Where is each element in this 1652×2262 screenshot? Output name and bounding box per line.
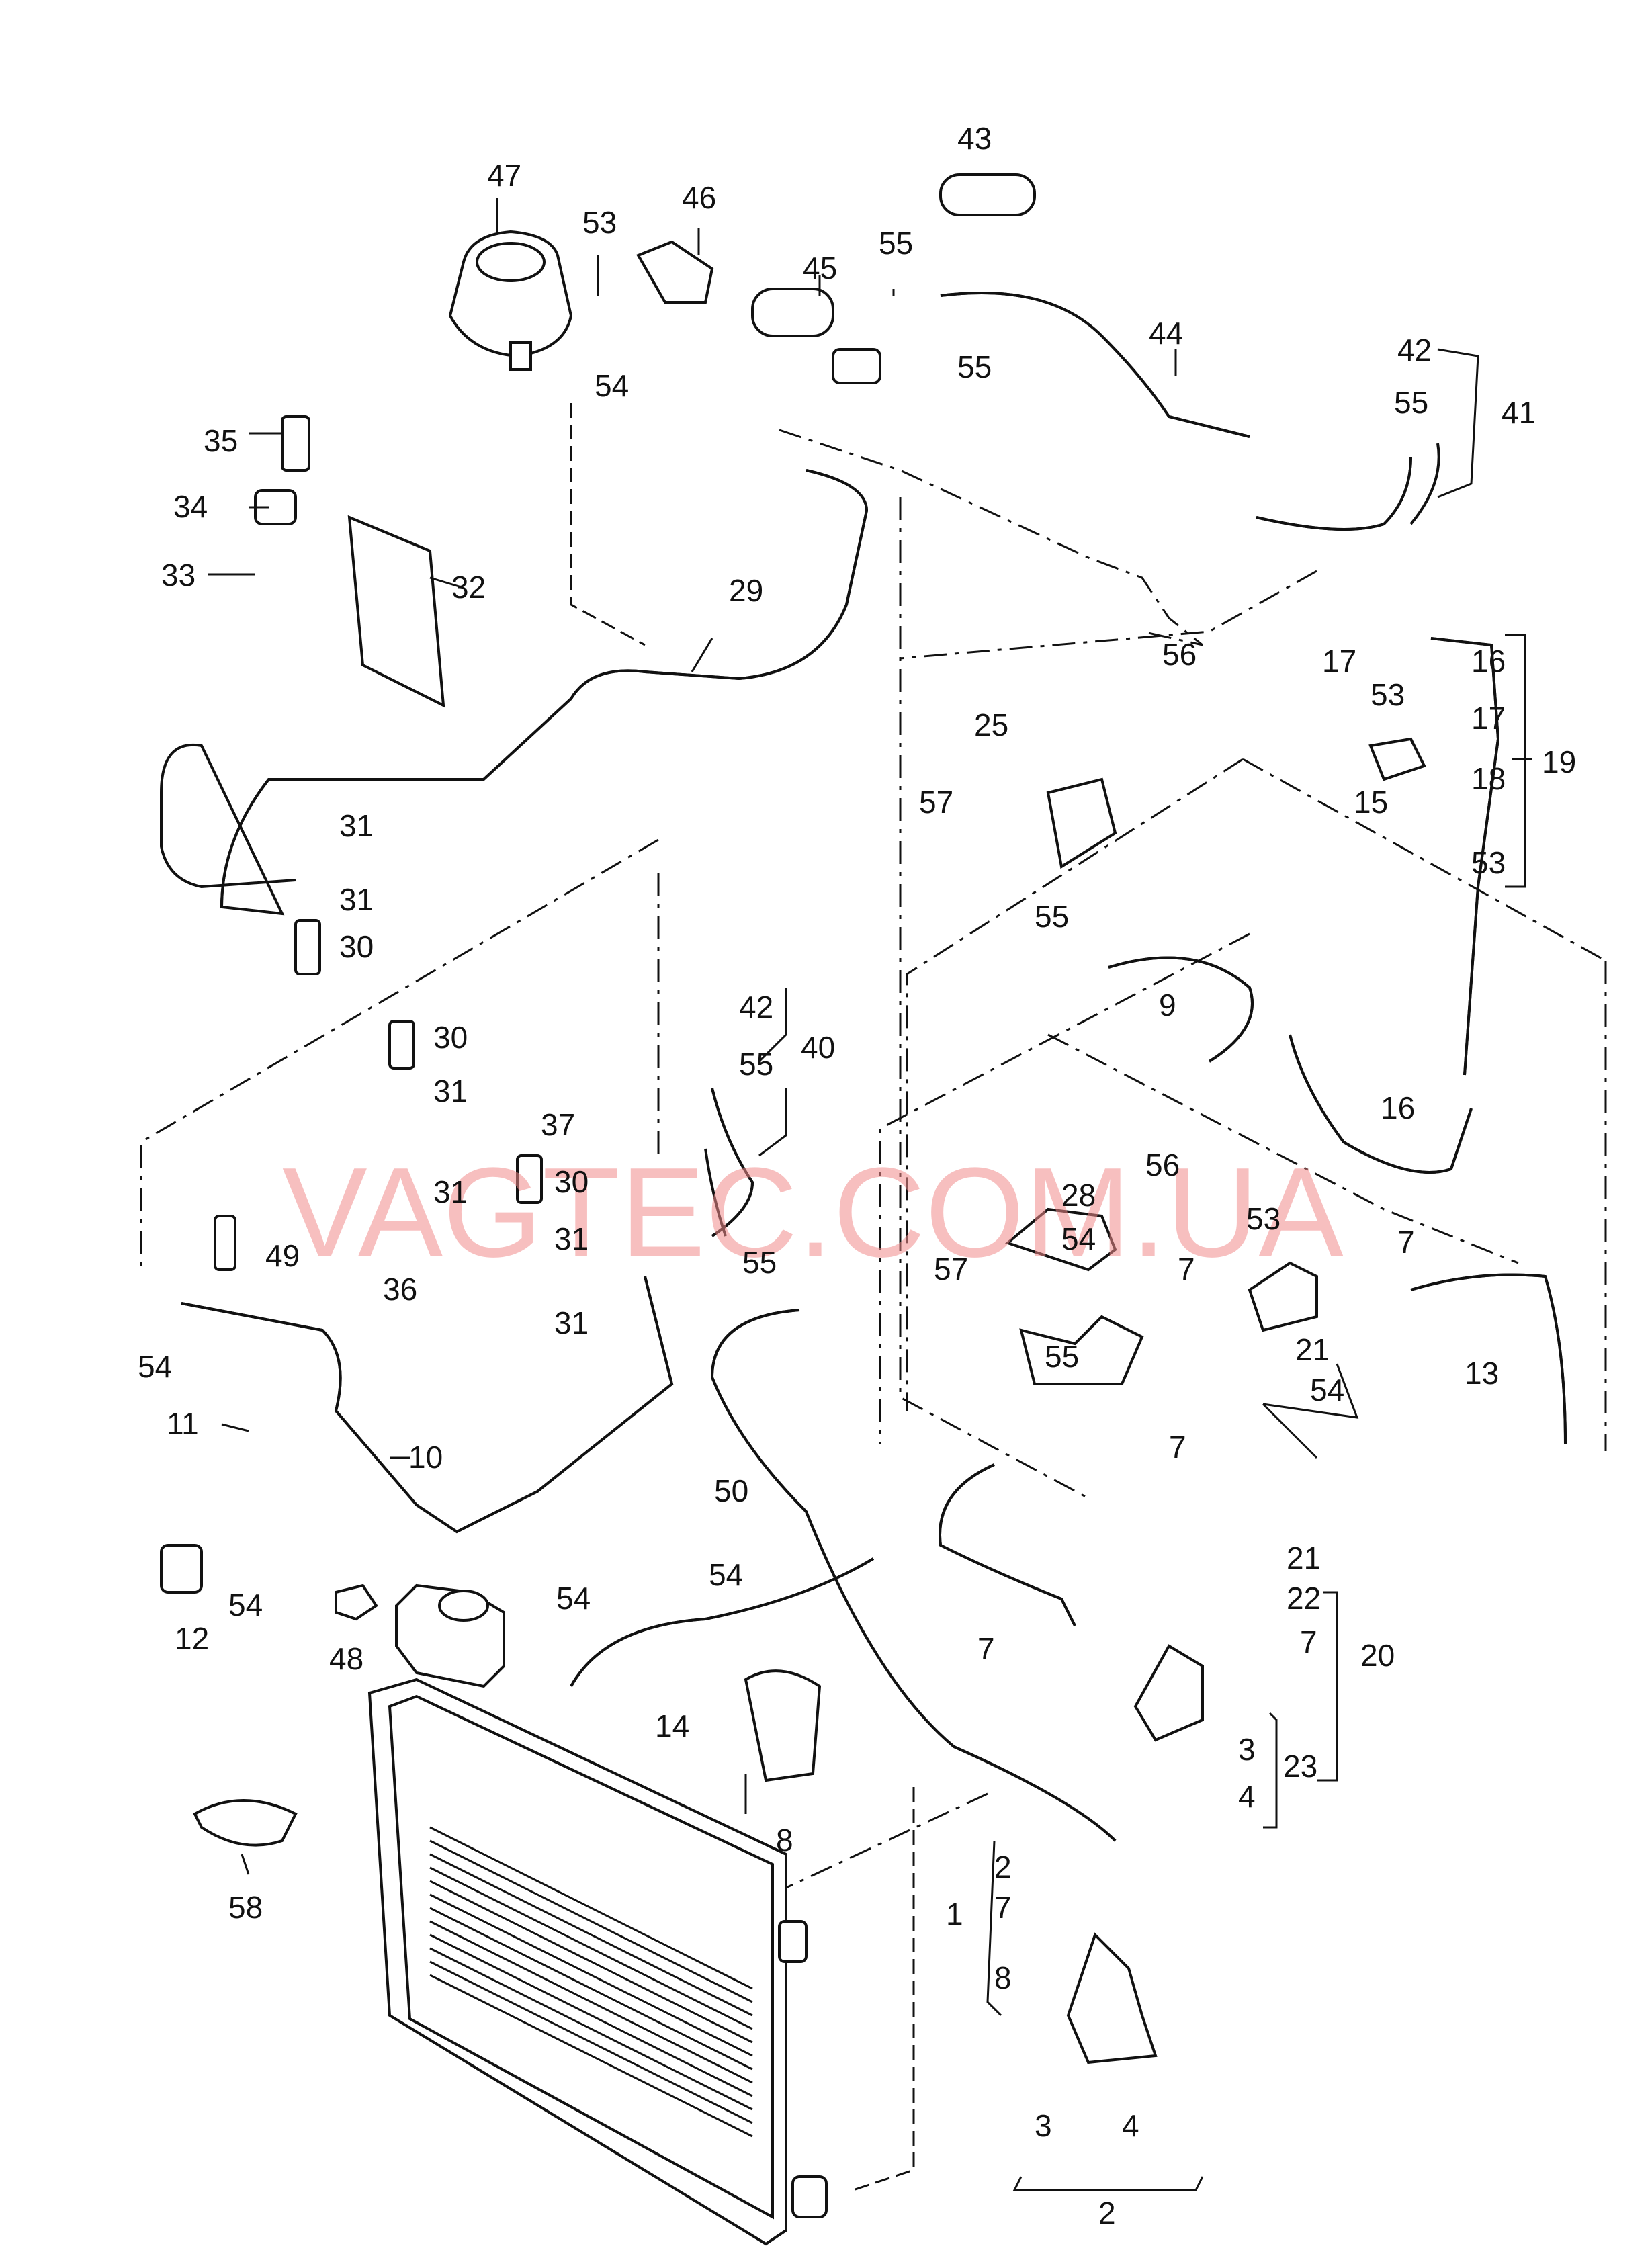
callout: 29 bbox=[729, 573, 763, 608]
callout: 31 bbox=[433, 1074, 468, 1108]
callout: 55 bbox=[879, 226, 913, 261]
callout: 55 bbox=[957, 349, 992, 384]
callout: 2 bbox=[994, 1850, 1012, 1884]
callout: 4 bbox=[1122, 2108, 1139, 2143]
callout: 7 bbox=[1178, 1252, 1195, 1287]
leader-lines bbox=[208, 198, 1532, 2191]
callout: 53 bbox=[1246, 1201, 1280, 1236]
callout: 17 bbox=[1471, 701, 1506, 736]
watermark: VAGTEC.COM.UA bbox=[282, 1141, 1344, 1284]
radiator bbox=[367, 1678, 828, 2246]
callout: 53 bbox=[1371, 677, 1405, 712]
callout: 31 bbox=[339, 808, 374, 843]
small-parts bbox=[160, 173, 1426, 2064]
callout: 56 bbox=[1145, 1147, 1180, 1182]
callout: 7 bbox=[1397, 1225, 1415, 1260]
radiator-fins bbox=[429, 1826, 753, 2138]
callout: 16 bbox=[1471, 644, 1506, 679]
lower-expansion-tank bbox=[395, 1583, 505, 1688]
callout: 54 bbox=[556, 1581, 591, 1616]
callout-labels: 43 47 46 53 45 55 44 54 55 42 55 41 35 3… bbox=[138, 121, 1576, 2230]
callout: 54 bbox=[138, 1349, 172, 1384]
callout: 45 bbox=[803, 251, 837, 286]
callout: 44 bbox=[1149, 316, 1183, 351]
callout: 28 bbox=[1061, 1178, 1096, 1213]
callout: 42 bbox=[1397, 333, 1432, 367]
callout: 22 bbox=[1287, 1581, 1321, 1616]
callout: 55 bbox=[742, 1245, 777, 1280]
callout: 43 bbox=[957, 121, 992, 156]
callout: 1 bbox=[946, 1897, 963, 1931]
callout: 8 bbox=[776, 1823, 793, 1858]
callout: 8 bbox=[994, 1960, 1012, 1995]
callout: 46 bbox=[682, 180, 716, 215]
callout: 25 bbox=[974, 707, 1008, 742]
callout: 21 bbox=[1287, 1540, 1321, 1575]
callout: 17 bbox=[1322, 644, 1356, 679]
callout: 13 bbox=[1465, 1356, 1499, 1391]
callout: 34 bbox=[173, 489, 208, 524]
callout: 49 bbox=[265, 1238, 300, 1273]
callout: 54 bbox=[1061, 1221, 1096, 1256]
callout: 55 bbox=[739, 1047, 773, 1082]
callout: 31 bbox=[554, 1221, 589, 1256]
callout: 50 bbox=[714, 1473, 748, 1508]
callout: 48 bbox=[329, 1641, 363, 1676]
callout: 18 bbox=[1471, 761, 1506, 796]
callout: 31 bbox=[554, 1305, 589, 1340]
callout: 20 bbox=[1360, 1638, 1395, 1673]
callout: 3 bbox=[1238, 1732, 1256, 1767]
callout: 3 bbox=[1035, 2108, 1052, 2143]
callout: 54 bbox=[709, 1557, 743, 1592]
callout: 11 bbox=[167, 1406, 199, 1441]
callout: 30 bbox=[433, 1020, 468, 1055]
callout: 12 bbox=[175, 1621, 209, 1656]
hoses bbox=[570, 292, 1567, 1842]
callout: 7 bbox=[994, 1890, 1012, 1925]
callout: 2 bbox=[1098, 2195, 1116, 2230]
callout: 35 bbox=[204, 423, 238, 458]
callout: 54 bbox=[228, 1587, 263, 1622]
callout: 15 bbox=[1354, 785, 1388, 820]
callout: 58 bbox=[228, 1890, 263, 1925]
pipes bbox=[160, 469, 1500, 1534]
callout: 55 bbox=[1045, 1339, 1079, 1374]
callout: 9 bbox=[1159, 988, 1176, 1023]
callout: 36 bbox=[383, 1272, 417, 1307]
callout: 53 bbox=[582, 205, 617, 240]
callout: 54 bbox=[1310, 1373, 1344, 1407]
callout: 32 bbox=[451, 570, 486, 605]
callout: 55 bbox=[1394, 385, 1428, 420]
callout: 54 bbox=[595, 368, 629, 403]
callout: 55 bbox=[1035, 899, 1069, 934]
callout: 41 bbox=[1502, 395, 1536, 430]
callout: 7 bbox=[1300, 1624, 1317, 1659]
section-outlines bbox=[140, 403, 1607, 2191]
callout: 30 bbox=[554, 1164, 589, 1199]
callout: 30 bbox=[339, 929, 374, 964]
callout: 10 bbox=[408, 1440, 443, 1475]
callout: 7 bbox=[1169, 1430, 1186, 1465]
callout: 57 bbox=[934, 1252, 968, 1287]
callout: 56 bbox=[1162, 637, 1197, 672]
callout: 33 bbox=[161, 558, 195, 593]
callout: 23 bbox=[1283, 1749, 1317, 1784]
callout: 7 bbox=[977, 1631, 995, 1666]
callout: 40 bbox=[801, 1030, 835, 1065]
callout: 19 bbox=[1542, 744, 1576, 779]
expansion-tank bbox=[448, 230, 573, 371]
callout: 31 bbox=[433, 1174, 468, 1209]
callout: 4 bbox=[1238, 1779, 1256, 1814]
callout: 21 bbox=[1295, 1332, 1330, 1367]
callout: 53 bbox=[1471, 845, 1506, 880]
callout: 16 bbox=[1381, 1090, 1415, 1125]
callout: 42 bbox=[739, 990, 773, 1025]
callout: 37 bbox=[541, 1107, 575, 1142]
callout: 14 bbox=[655, 1708, 689, 1743]
callout: 57 bbox=[919, 785, 953, 820]
callout: 47 bbox=[487, 158, 521, 193]
callout: 31 bbox=[339, 882, 374, 917]
